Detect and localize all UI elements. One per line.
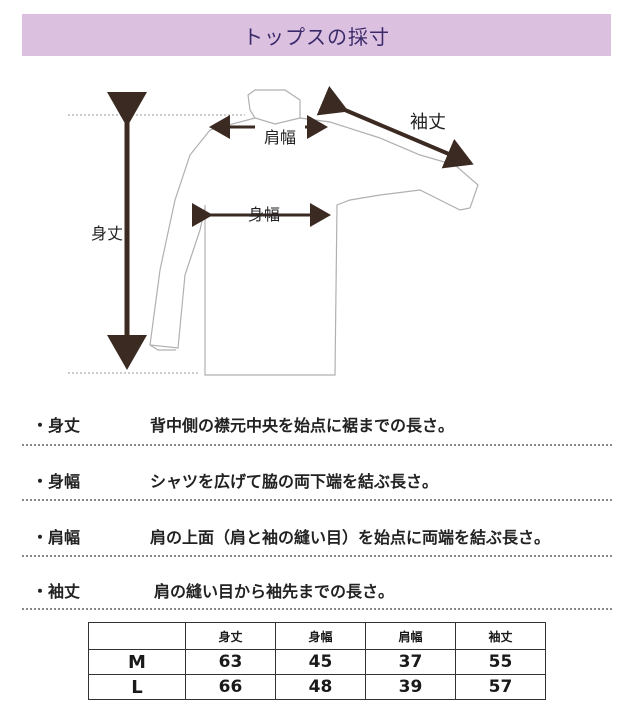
definition-row: ・袖丈 肩の縫い目から袖先までの長さ。 xyxy=(22,578,612,608)
header-cell: 身丈 xyxy=(185,622,276,650)
definition-row: ・身丈 背中側の襟元中央を始点に裾までの長さ。 xyxy=(22,412,612,442)
page-title: トップスの採寸 xyxy=(243,24,390,49)
table-cell: 37 xyxy=(365,649,456,675)
label-body-length: 身丈 xyxy=(91,224,124,243)
table-cell: 39 xyxy=(365,674,456,700)
divider xyxy=(22,608,612,610)
definition-term: ・肩幅 xyxy=(32,528,81,547)
table-cell: 45 xyxy=(275,649,366,675)
table-cell: 57 xyxy=(455,674,546,700)
definition-term: ・袖丈 xyxy=(32,582,81,601)
table-cell: 48 xyxy=(275,674,366,700)
title-bar: トップスの採寸 xyxy=(22,14,611,56)
table-cell: 63 xyxy=(185,649,276,675)
header-cell xyxy=(88,622,186,650)
definition-row: ・肩幅 肩の上面（肩と袖の縫い目）を始点に両端を結ぶ長さ。 xyxy=(22,524,612,554)
sleeve-arrow xyxy=(316,85,474,169)
header-cell: 肩幅 xyxy=(365,622,456,650)
table-row: M 63 45 37 55 xyxy=(88,649,546,675)
label-body-width: 身幅 xyxy=(248,205,281,224)
table-cell: 66 xyxy=(185,674,276,700)
header-cell: 身幅 xyxy=(275,622,366,650)
definition-text: 背中側の襟元中央を始点に裾までの長さ。 xyxy=(150,416,455,435)
size-label: M xyxy=(88,649,186,675)
definition-text: 肩の上面（肩と袖の縫い目）を始点に両端を結ぶ長さ。 xyxy=(150,528,551,547)
divider xyxy=(22,555,612,557)
definition-term: ・身丈 xyxy=(32,416,81,435)
divider xyxy=(22,444,612,446)
size-label: L xyxy=(88,674,186,700)
label-shoulder: 肩幅 xyxy=(264,128,297,147)
size-table: 身丈 身幅 肩幅 袖丈 M 63 45 37 55 L 66 48 39 57 xyxy=(88,622,546,700)
definition-text: シャツを広げて脇の両下端を結ぶ長さ。 xyxy=(150,472,439,491)
table-cell: 55 xyxy=(455,649,546,675)
size-table-header: 身丈 身幅 肩幅 袖丈 xyxy=(88,622,546,650)
definition-row: ・身幅 シャツを広げて脇の両下端を結ぶ長さ。 xyxy=(22,468,612,498)
label-sleeve: 袖丈 xyxy=(410,112,446,133)
garment-diagram xyxy=(68,85,479,376)
header-cell: 袖丈 xyxy=(455,622,546,650)
definition-text: 肩の縫い目から袖先までの長さ。 xyxy=(154,582,395,601)
table-row: L 66 48 39 57 xyxy=(88,674,546,700)
divider xyxy=(22,499,612,501)
definition-term: ・身幅 xyxy=(32,472,81,491)
